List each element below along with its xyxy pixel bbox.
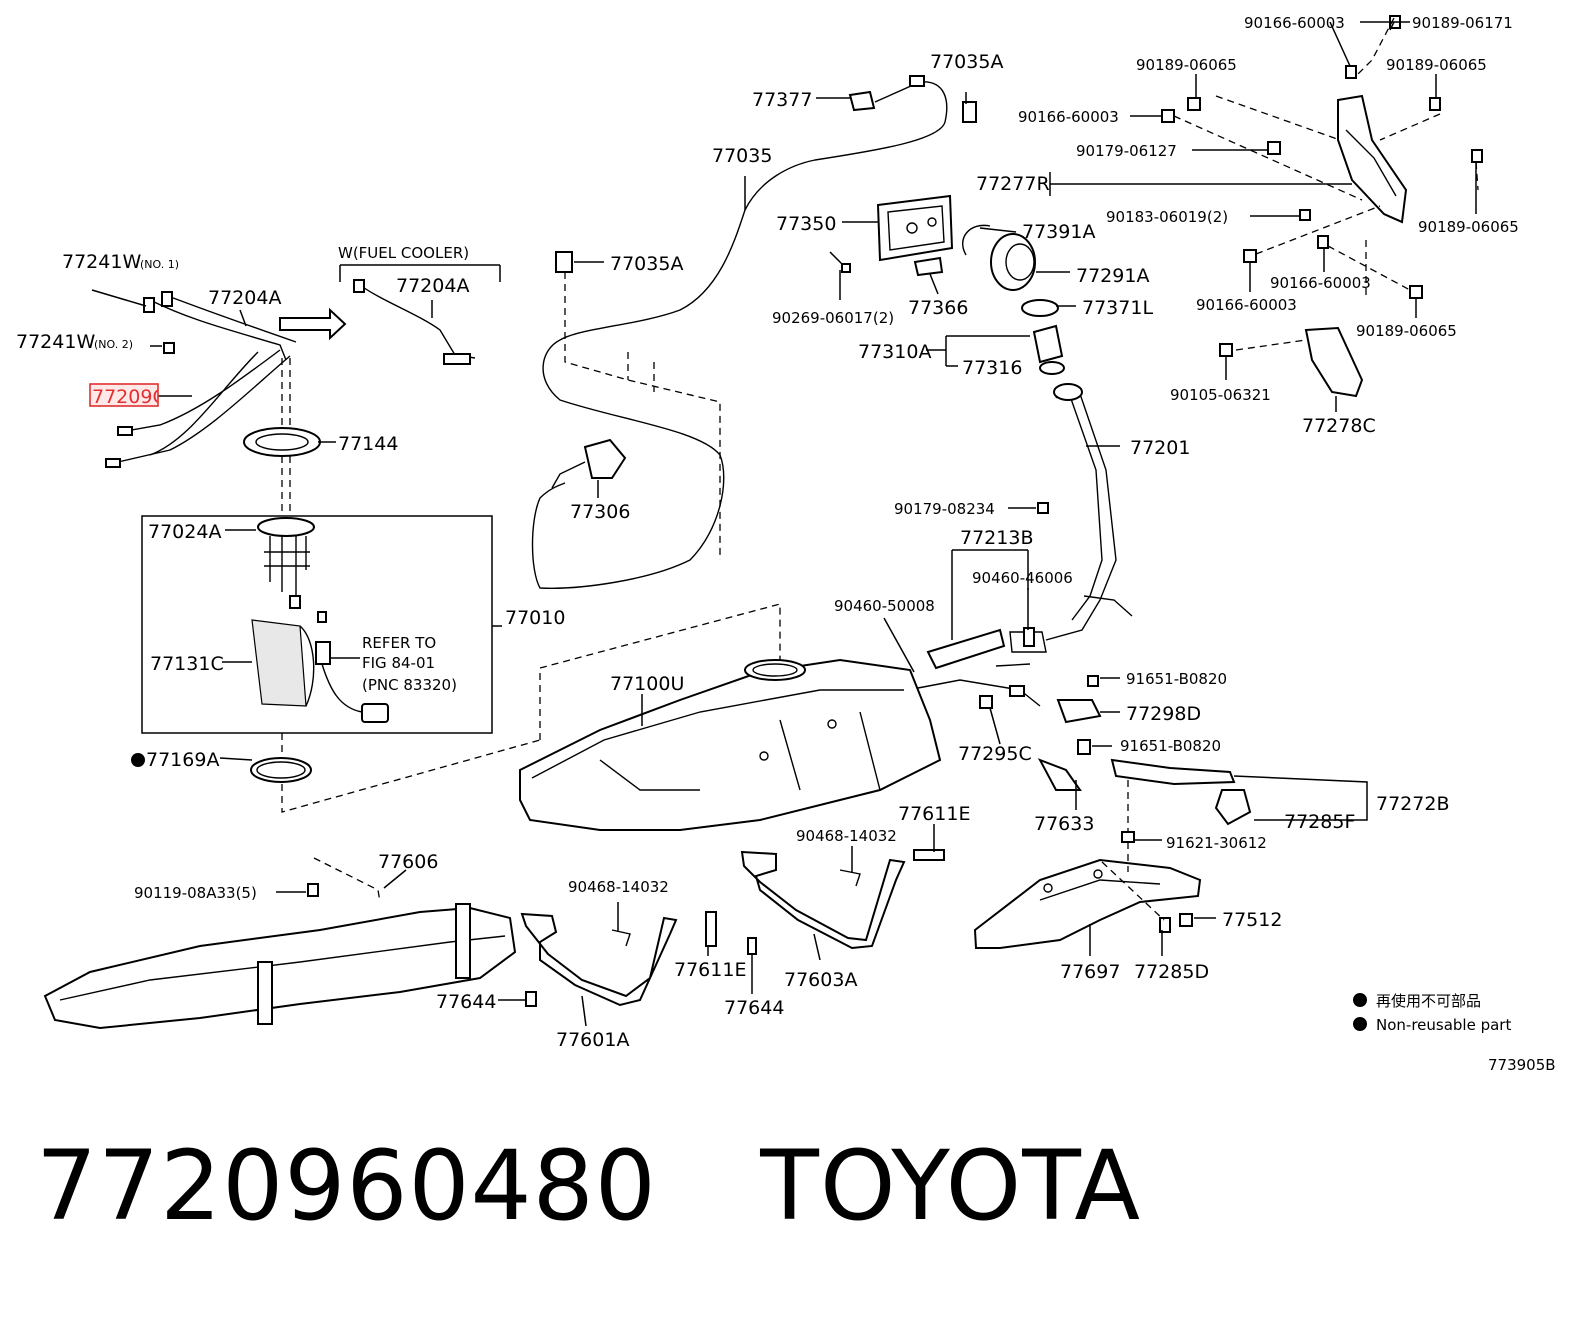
label-77377: 77377	[752, 89, 812, 111]
label-90166-b: 90166-60003	[1018, 108, 1119, 126]
legend-jp: 再使用不可部品	[1376, 992, 1481, 1010]
legend-dot-jp	[1353, 993, 1367, 1007]
label-77371L: 77371L	[1082, 297, 1153, 319]
label-77010: 77010	[505, 607, 565, 629]
leader-lines	[91, 21, 1477, 1027]
label-90189-a: 90189-06065	[1136, 56, 1237, 74]
label-77291A: 77291A	[1076, 265, 1149, 287]
label-90468-b: 90468-14032	[568, 878, 669, 896]
label-77024A: 77024A	[148, 521, 221, 543]
label-77611E-b: 77611E	[674, 959, 746, 981]
label-77285F: 77285F	[1284, 811, 1355, 833]
label-77241W-no1: 77241W	[62, 251, 141, 273]
label-77644-b: 77644	[724, 997, 784, 1019]
tank-protector	[43, 857, 517, 1030]
caption-brand: TOYOTA	[760, 1130, 1142, 1242]
label-77306: 77306	[570, 501, 630, 523]
label-77285D: 77285D	[1134, 961, 1209, 983]
label-90179-08234: 90179-08234	[894, 500, 995, 518]
legend: 再使用不可部品 Non-reusable part 773905B	[1353, 992, 1556, 1074]
label-77606: 77606	[378, 851, 438, 873]
label-77697: 77697	[1060, 961, 1120, 983]
callouts: 77241W (NO. 1) 77241W (NO. 2) 77209C 772…	[16, 14, 1519, 1051]
label-refer-2: FIG 84-01	[362, 654, 435, 672]
label-90189-d: 90189-06065	[1356, 322, 1457, 340]
label-90183: 90183-06019(2)	[1106, 208, 1228, 226]
legend-dot-en	[1353, 1017, 1367, 1031]
label-77201: 77201	[1130, 437, 1190, 459]
label-77204A-b: 77204A	[396, 275, 469, 297]
label-77310A: 77310A	[858, 341, 931, 363]
label-91651-b: 91651-B0820	[1120, 737, 1221, 755]
tank-band-2	[611, 849, 945, 950]
label-77298D: 77298D	[1126, 703, 1201, 725]
label-77035A-a: 77035A	[930, 51, 1003, 73]
label-91651-a: 91651-B0820	[1126, 670, 1227, 688]
fuel-cooler-line	[339, 264, 501, 365]
label-77601A: 77601A	[556, 1029, 629, 1051]
label-90119: 90119-08A33(5)	[134, 884, 257, 902]
label-77316: 77316	[962, 357, 1022, 379]
label-77611E-a: 77611E	[898, 803, 970, 825]
label-91621: 91621-30612	[1166, 834, 1267, 852]
fuel-line-assembly	[105, 291, 347, 468]
label-90460-50008: 90460-50008	[834, 597, 935, 615]
non-reusable-dot	[131, 753, 145, 767]
label-90189-b: 90189-06065	[1386, 56, 1487, 74]
label-77603A: 77603A	[784, 969, 857, 991]
vapor-line	[531, 75, 977, 589]
label-90468-a: 90468-14032	[796, 827, 897, 845]
label-77241W-no2-note: (NO. 2)	[94, 338, 133, 351]
filler-assembly	[829, 194, 1133, 641]
label-refer-1: REFER TO	[362, 634, 436, 652]
diagram-id: 773905B	[1488, 1056, 1556, 1074]
label-fuel-cooler: W(FUEL COOLER)	[338, 244, 469, 262]
label-77366: 77366	[908, 297, 968, 319]
label-90166-a: 90166-60003	[1244, 14, 1345, 32]
label-77144: 77144	[338, 433, 398, 455]
label-77213B: 77213B	[960, 527, 1033, 549]
caption: 7720960480 TOYOTA	[36, 1130, 1141, 1242]
label-90460-46006: 90460-46006	[972, 569, 1073, 587]
fuel-tank	[519, 603, 942, 831]
highlight-box	[89, 383, 159, 407]
hoses	[917, 627, 1135, 843]
label-77241W-no2: 77241W	[16, 331, 95, 353]
label-90189-06171: 90189-06171	[1412, 14, 1513, 32]
label-77295C: 77295C	[958, 743, 1032, 765]
label-77272B: 77272B	[1376, 793, 1449, 815]
label-77644-a: 77644	[436, 991, 496, 1013]
label-77100U: 77100U	[610, 673, 684, 695]
label-90189-c: 90189-06065	[1418, 218, 1519, 236]
label-77241W-no1-note: (NO. 1)	[140, 258, 179, 271]
label-77278C: 77278C	[1302, 415, 1376, 437]
heat-insulator	[973, 842, 1202, 949]
label-77350: 77350	[776, 213, 836, 235]
tank-bracket	[1110, 758, 1368, 826]
pump-module	[141, 358, 541, 813]
label-77035A-b: 77035A	[610, 253, 683, 275]
label-77204A-a: 77204A	[208, 287, 281, 309]
label-77131C: 77131C	[150, 653, 224, 675]
label-90166-c: 90166-60003	[1270, 274, 1371, 292]
label-77209[interactable]: 77209C	[92, 386, 166, 408]
label-77391A: 77391A	[1022, 221, 1095, 243]
legend-en: Non-reusable part	[1376, 1016, 1511, 1034]
filler-bracket	[1049, 15, 1483, 398]
caption-part-number: 7720960480	[36, 1130, 657, 1242]
label-90105: 90105-06321	[1170, 386, 1271, 404]
label-refer-3: (PNC 83320)	[362, 676, 457, 694]
label-77277R: 77277R	[976, 173, 1050, 195]
label-77512: 77512	[1222, 909, 1282, 931]
label-77169A: 77169A	[146, 749, 219, 771]
label-77035: 77035	[712, 145, 772, 167]
label-77633: 77633	[1034, 813, 1094, 835]
label-90269: 90269-06017(2)	[772, 309, 894, 327]
label-90166-d: 90166-60003	[1196, 296, 1297, 314]
label-90179-06127: 90179-06127	[1076, 142, 1177, 160]
